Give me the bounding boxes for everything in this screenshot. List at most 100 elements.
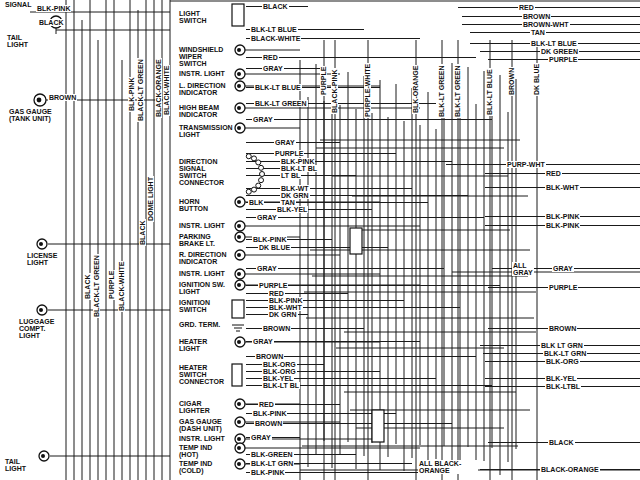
wire-color-label: BLK-PINK xyxy=(36,5,71,12)
wire-color-label: BLK-YEL xyxy=(545,375,577,382)
component-label: PARKING BRAKE LT. xyxy=(178,233,218,247)
lamp-filament xyxy=(41,454,45,458)
connector-block xyxy=(372,410,384,442)
lamp-filament xyxy=(237,437,241,441)
component-label: GAS GAUGE (DASH UNIT) xyxy=(178,418,230,432)
wire-color-label: BLK-LT GRN xyxy=(543,350,587,357)
lamp-symbol xyxy=(37,305,47,315)
wire xyxy=(372,113,373,443)
wire-color-label: DK GRN xyxy=(268,311,298,318)
wire-color-label: BLACK-LT GREEN xyxy=(137,58,144,122)
wire xyxy=(50,456,170,457)
wire-color-label: RED xyxy=(268,290,285,297)
lamp-symbol xyxy=(37,239,47,249)
switch-pin xyxy=(246,189,251,194)
wire-color-label: BLK-LT BLUE xyxy=(250,26,298,33)
wire-color-label: ALL GRAY xyxy=(512,262,534,276)
lamp-filament xyxy=(237,106,241,110)
wire xyxy=(484,71,485,461)
wire-color-label: BLK-LT GRN xyxy=(250,460,294,467)
wire-color-label: BLK-GREEN xyxy=(250,451,294,458)
component-label: INSTR. LIGHT xyxy=(178,222,226,229)
wire xyxy=(476,104,477,474)
wire-color-label: BROWN xyxy=(548,325,577,332)
wire xyxy=(246,57,476,58)
wire-color-label: RED xyxy=(258,401,275,408)
lamp-filament xyxy=(237,420,241,424)
connector-block xyxy=(232,364,242,386)
component-label: HEATER SWITCH CONNECTOR xyxy=(178,364,226,385)
lamp-symbol xyxy=(235,221,245,231)
lamp-filament xyxy=(237,283,241,287)
wire-color-label: PURP-WHT xyxy=(506,161,546,168)
lamp-filament xyxy=(237,84,241,88)
wire-color-label: BROWN xyxy=(48,94,77,101)
wire xyxy=(304,292,536,293)
lamp-filament xyxy=(237,253,241,257)
wire-color-label: BROWN-WHT xyxy=(522,21,570,28)
component-label: WINDSHIELD WIPER SWITCH xyxy=(178,46,230,67)
lamp-filament xyxy=(39,308,43,312)
wire-group xyxy=(30,0,640,480)
wire-color-label: BLACK xyxy=(38,19,65,26)
wire-color-label: GRAY xyxy=(252,338,274,345)
lamp-filament xyxy=(237,272,241,276)
wire-color-label: BLK-WHT xyxy=(545,184,580,191)
wire xyxy=(56,30,170,31)
wire-color-label: BLK-PINK xyxy=(250,469,285,476)
wire-color-label: BLACK xyxy=(262,3,289,10)
wire xyxy=(320,140,520,141)
wire-color-label: PURPLE xyxy=(108,270,115,300)
switch-pin xyxy=(252,156,257,161)
wire xyxy=(240,108,420,109)
lamp-symbol xyxy=(235,69,245,79)
lamp-filament xyxy=(37,98,42,103)
wire xyxy=(130,0,131,480)
component-label: DOME LIGHT xyxy=(147,176,154,222)
wire-color-label: BROWN xyxy=(254,420,283,427)
wire xyxy=(306,318,534,319)
lamp-filament xyxy=(237,340,241,344)
wire xyxy=(246,68,324,69)
wire-color-label: RED xyxy=(262,54,279,61)
wire-color-label: BLK-ORG xyxy=(545,358,580,365)
wire-color-label: PURPLE xyxy=(258,282,288,289)
switch-pin xyxy=(256,183,261,188)
wire-color-label: TAN xyxy=(280,199,296,206)
wire xyxy=(404,121,405,471)
wire xyxy=(512,40,513,480)
wire-color-label: BLACK-WHITE xyxy=(118,261,125,312)
wire xyxy=(114,0,115,480)
component-label: TRANSMISSION LIGHT xyxy=(178,124,234,138)
wire-color-label: PURPLE xyxy=(548,284,578,291)
wire xyxy=(246,209,372,210)
wire xyxy=(356,109,357,469)
lamp-filament xyxy=(237,48,241,52)
switch-pin xyxy=(260,172,265,177)
wire xyxy=(82,20,83,480)
wire-color-label: BLK-LT BL xyxy=(262,382,300,389)
wire-color-label: ALL BLACK-ORANGE xyxy=(418,460,478,474)
wire xyxy=(170,1,640,2)
lamp-symbol xyxy=(235,269,245,279)
wire-color-label: GRAY xyxy=(274,139,296,146)
wire-color-label: BLK-LT GREEN xyxy=(438,64,445,118)
wire xyxy=(316,148,504,149)
wire xyxy=(460,100,461,460)
wire-color-label: BLK-PINK xyxy=(252,236,287,243)
wire-color-label: BLK-LT GREEN xyxy=(454,64,461,118)
wire-color-label: BLK-LT BLUE xyxy=(254,84,302,91)
wire-color-label: BLACK xyxy=(84,274,91,301)
wire xyxy=(396,84,397,444)
lamp-symbol xyxy=(235,443,245,453)
wire xyxy=(364,76,365,456)
wire-color-label: GRAY xyxy=(250,434,272,441)
wire xyxy=(302,446,518,447)
lamp-symbol xyxy=(235,459,245,469)
switch-pin xyxy=(259,178,264,183)
lamp-symbol xyxy=(235,232,245,242)
wire-color-label: PURPLE xyxy=(274,150,304,157)
wire xyxy=(452,272,640,273)
wire-color-label: BLK-PINK xyxy=(545,222,580,229)
